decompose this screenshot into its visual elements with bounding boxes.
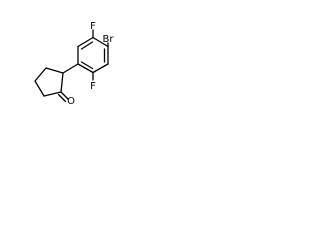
- ring-bond-c1-c2: [77, 36, 94, 48]
- cp-bond-5: [60, 72, 64, 93]
- atom-label-fluorine-top: F: [90, 21, 96, 32]
- aryl-ring: [77, 36, 109, 74]
- carbonyl-bond-2: [57, 93, 67, 103]
- carbonyl-bond-1: [60, 91, 69, 100]
- ring-double-bond-inner-1: [80, 41, 94, 50]
- atom-label-oxygen: O: [67, 96, 75, 107]
- ring-bond-c4-c5: [92, 63, 109, 74]
- ring-bond-c5-c6: [77, 63, 94, 74]
- ring-double-bond-inner-3: [80, 61, 94, 70]
- cyclopentanone-ring: [34, 67, 64, 97]
- cp-bond-3: [34, 80, 45, 97]
- cp-bond-2: [34, 67, 47, 82]
- structure-diagram: F Br F O: [34, 21, 115, 107]
- atom-label-bromine: Br: [103, 34, 115, 45]
- cp-bond-4: [43, 91, 62, 97]
- atom-label-fluorine-bottom: F: [90, 81, 96, 92]
- bond-aryl-cyclopentyl: [62, 63, 79, 74]
- ring-bond-c2-c3: [92, 36, 109, 48]
- cp-bond-1: [45, 67, 64, 74]
